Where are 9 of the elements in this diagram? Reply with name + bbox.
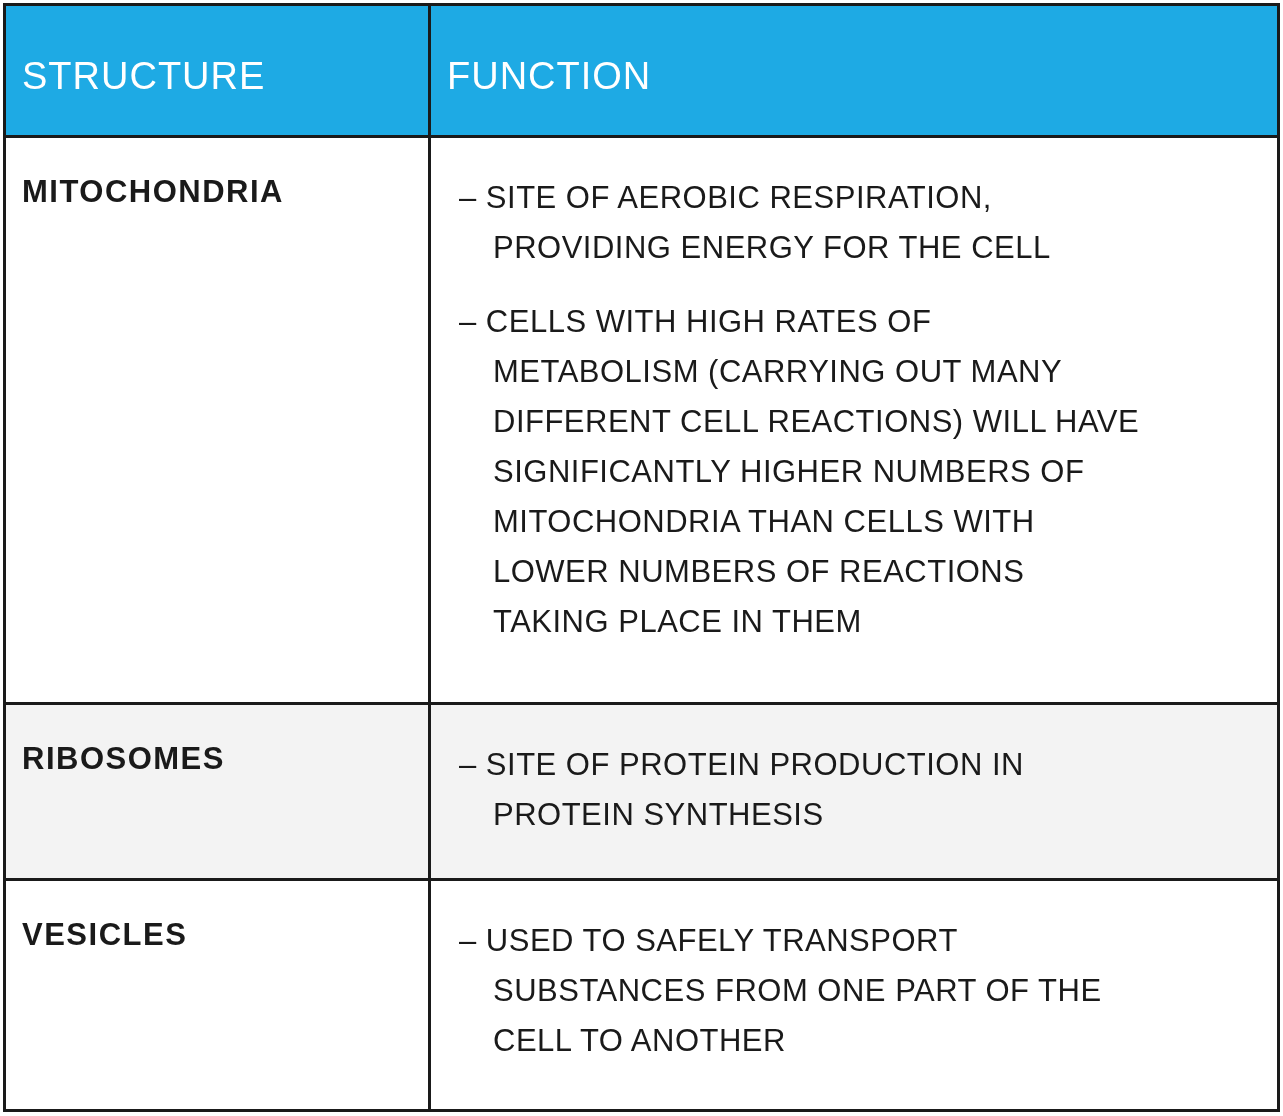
- column-header: STRUCTURE: [6, 6, 431, 138]
- structure-name: VESICLES: [22, 917, 189, 953]
- function-text: – CELLS WITH HIGH RATES OF METABOLISM (CARRYING OUT MANY DIFFERENT CELL REACTIONS) WILL HAVE SIGNIFICANTLY HIGHER NUMBERS OF MITOCHONDRIA THAN CELLS WITH LOWER NUMBERS OF REACTIONS TAKING PLACE IN THEM: [459, 303, 1141, 641]
- function-text: – USED TO SAFELY TRANSPORT SUBSTANCES FROM ONE PART OF THE CELL TO ANOTHER: [459, 922, 1103, 1060]
- column-header: FUNCTION: [431, 6, 1277, 138]
- function-text: – SITE OF PROTEIN PRODUCTION IN PROTEIN SYNTHESIS: [459, 746, 1025, 834]
- function-text: – SITE OF AEROBIC RESPIRATION, PROVIDING ENERGY FOR THE CELL: [459, 179, 1052, 267]
- structure-name: RIBOSOMES: [22, 741, 226, 777]
- structure-name: MITOCHONDRIA: [22, 174, 285, 210]
